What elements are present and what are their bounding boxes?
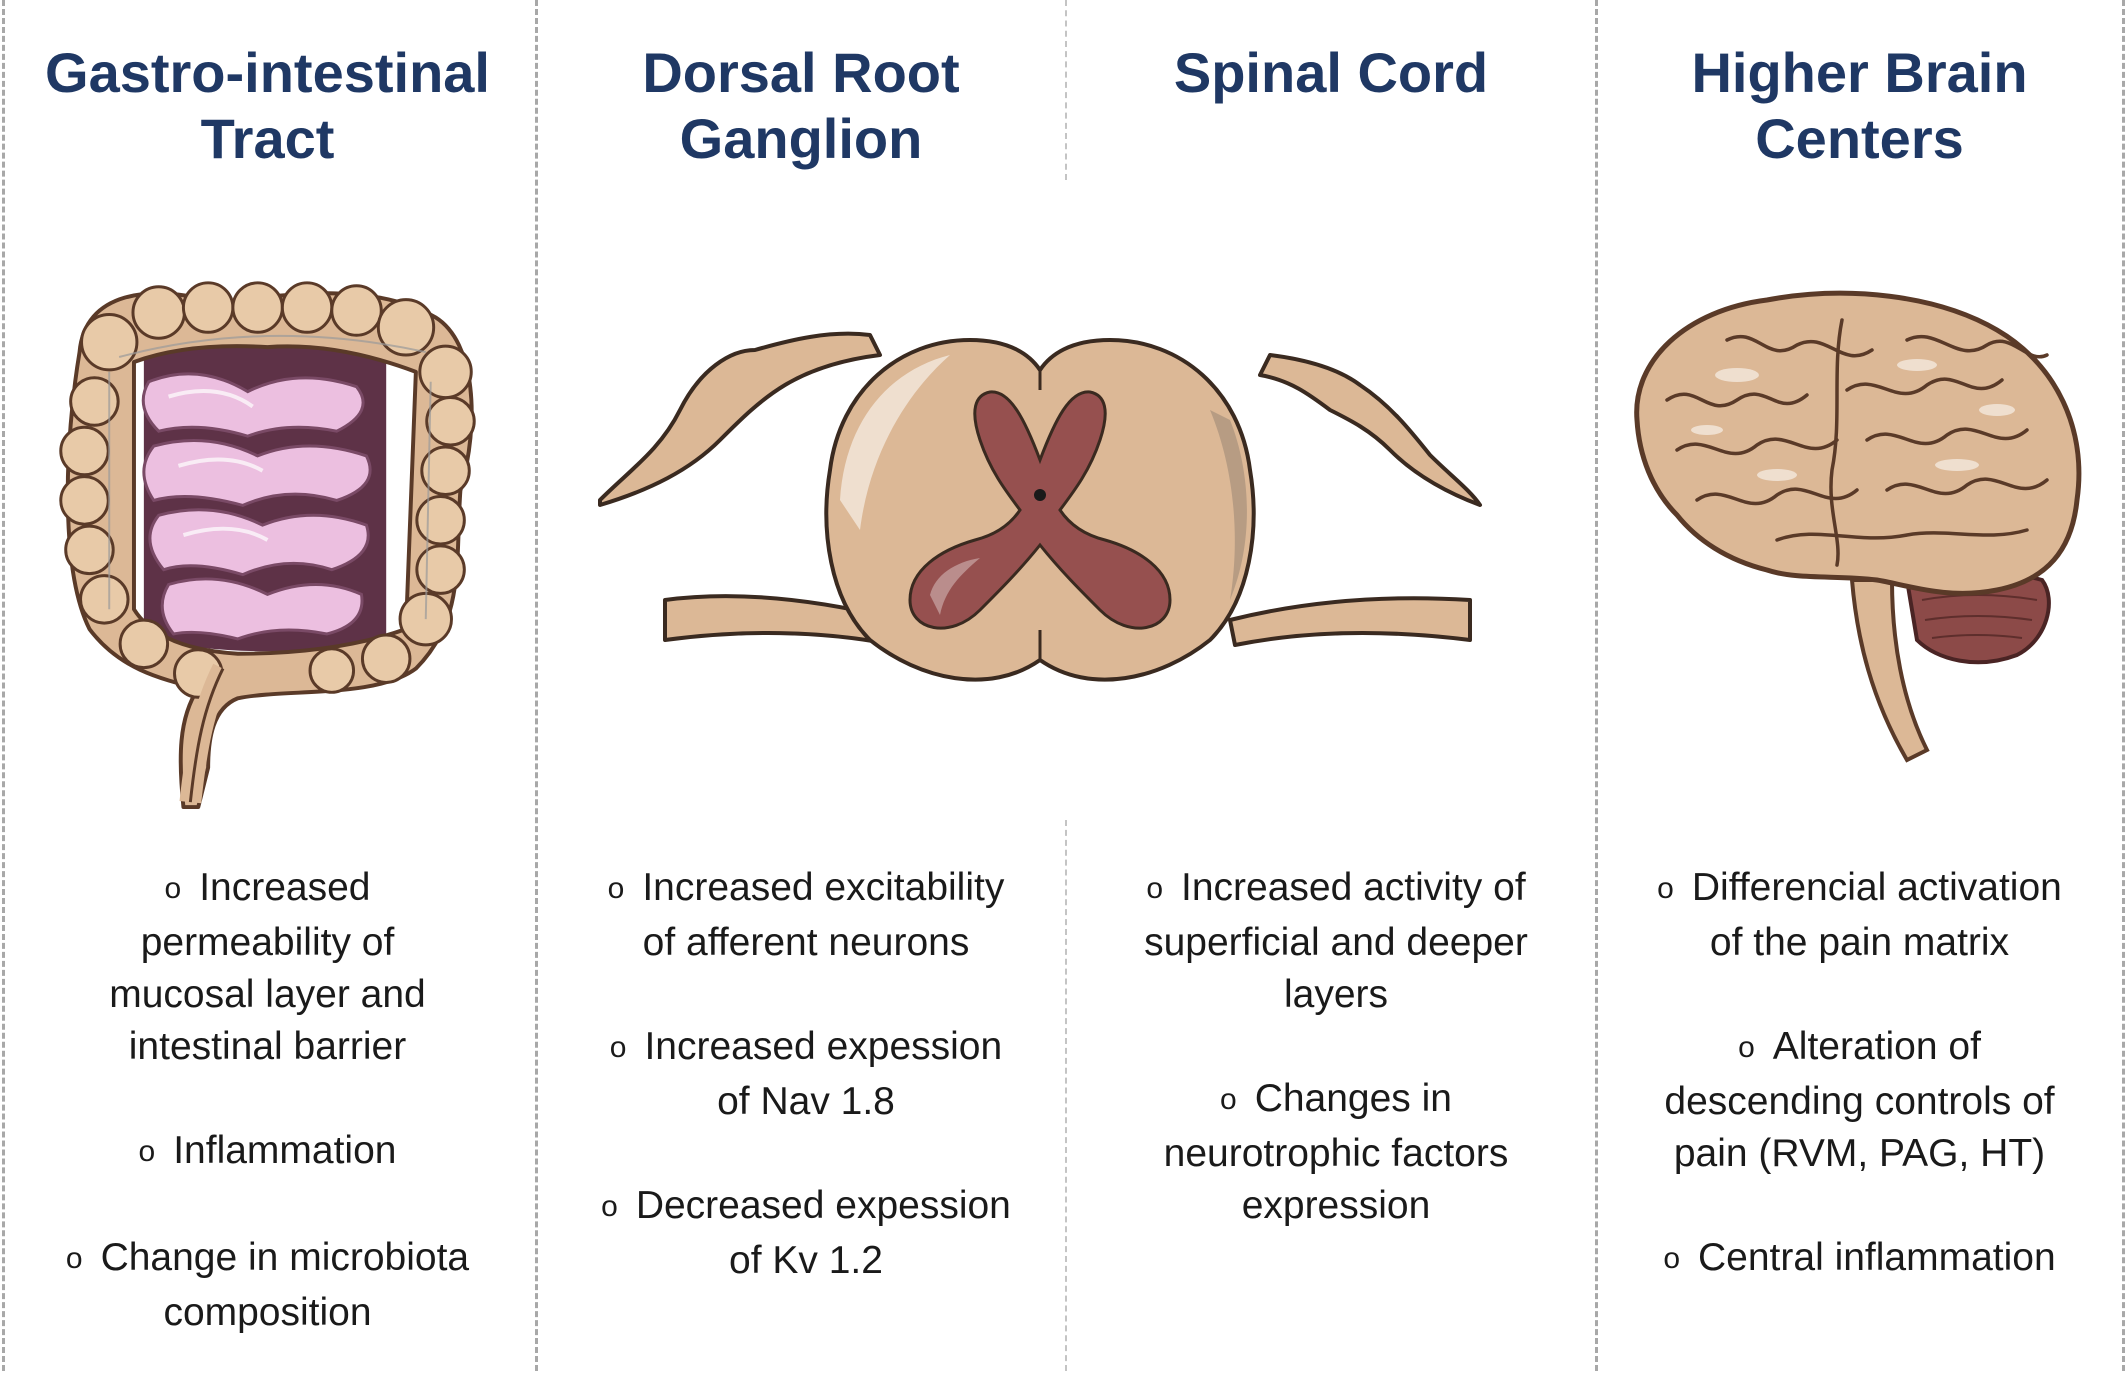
- bullet-line: of the pain matrix: [1709, 921, 2010, 964]
- bullet-item: Alteration of descending controls of pai…: [1597, 1021, 2122, 1180]
- bullet-item: Increased permeability of mucosal layer …: [20, 862, 515, 1073]
- bullet-line: Differencial activation: [1597, 862, 2122, 917]
- right-border-divider: [2122, 0, 2125, 1371]
- bullet-item: Increased excitability of afferent neuro…: [547, 862, 1065, 969]
- spinal-cord-svg: [598, 331, 1482, 682]
- column-title: Gastro-intestinal Tract: [0, 40, 535, 172]
- bullet-line: permeability of: [140, 921, 395, 964]
- title-line: Centers: [1755, 107, 1964, 170]
- title-line: Ganglion: [679, 107, 923, 170]
- bullet-line: Central inflammation: [1597, 1232, 2122, 1287]
- bullet-line: composition: [163, 1291, 372, 1334]
- spinal-cord-cross-section: [590, 300, 1490, 700]
- title-line: Spinal Cord: [1173, 41, 1489, 104]
- column-title: Higher Brain Centers: [1597, 40, 2122, 172]
- bullet-list: Increased activity of superficial and de…: [1077, 862, 1595, 1284]
- bullet-line: Increased: [20, 862, 515, 917]
- bullet-line: Increased excitability: [547, 862, 1065, 917]
- bullet-line: Inflammation: [20, 1125, 515, 1180]
- bullet-item: Differencial activation of the pain matr…: [1597, 862, 2122, 969]
- title-line: Higher Brain: [1691, 41, 2028, 104]
- divider-2-bottom: [1065, 820, 1067, 1371]
- title-line: Dorsal Root: [642, 41, 960, 104]
- title-line: Gastro-intestinal: [45, 41, 490, 104]
- column-spinal-cord: Spinal Cord Increased activity of superf…: [1067, 0, 1595, 1371]
- bullet-line: neurotrophic factors: [1163, 1132, 1509, 1175]
- bullet-line: superficial and deeper: [1144, 921, 1528, 964]
- bullet-line: Changes in: [1077, 1073, 1595, 1128]
- bullet-item: Central inflammation: [1597, 1232, 2122, 1287]
- bullet-line: Increased expession: [547, 1021, 1065, 1076]
- central-canal: [1034, 489, 1046, 501]
- divider-3: [1595, 0, 1598, 1371]
- bullet-line: descending controls of: [1664, 1080, 2055, 1123]
- column-title: Spinal Cord: [1067, 40, 1595, 106]
- bullet-line: Change in microbiota: [20, 1232, 515, 1287]
- bullet-line: Decreased expession: [547, 1180, 1065, 1235]
- bullet-item: Changes in neurotrophic factors expressi…: [1077, 1073, 1595, 1232]
- bullet-item: Change in microbiota composition: [20, 1232, 515, 1339]
- intestine-svg: [59, 281, 476, 810]
- bullet-list: Increased permeability of mucosal layer …: [20, 862, 515, 1391]
- bullet-line: of afferent neurons: [642, 921, 970, 964]
- column-gi-tract: Gastro-intestinal Tract: [0, 0, 535, 1371]
- bullet-line: Increased activity of: [1077, 862, 1595, 917]
- bullet-item: Inflammation: [20, 1125, 515, 1180]
- bullet-line: of Kv 1.2: [729, 1239, 883, 1282]
- bullet-line: layers: [1283, 973, 1389, 1016]
- column-dorsal-root-ganglion: Dorsal Root Ganglion Increased excitabil…: [537, 0, 1065, 1371]
- bullet-line: mucosal layer and: [109, 973, 426, 1016]
- divider-2-top: [1065, 0, 1067, 180]
- title-line: Tract: [200, 107, 335, 170]
- column-higher-brain-centers: Higher Brain Centers: [1597, 0, 2122, 1371]
- bullet-item: Increased expession of Nav 1.8: [547, 1021, 1065, 1128]
- intestine-illustration: [40, 270, 495, 810]
- bullet-line: of Nav 1.8: [717, 1080, 895, 1123]
- bullet-line: pain (RVM, PAG, HT): [1673, 1132, 2046, 1175]
- brain-svg: [1634, 290, 2082, 763]
- bullet-list: Increased excitability of afferent neuro…: [547, 862, 1065, 1339]
- bullet-line: expression: [1241, 1184, 1431, 1227]
- brain-illustration: [1617, 280, 2102, 770]
- left-border-divider: [2, 0, 5, 1371]
- bullet-line: Alteration of: [1597, 1021, 2122, 1076]
- column-title: Dorsal Root Ganglion: [537, 40, 1065, 172]
- bullet-line: intestinal barrier: [128, 1025, 407, 1068]
- bullet-list: Differencial activation of the pain matr…: [1597, 862, 2122, 1339]
- bullet-item: Increased activity of superficial and de…: [1077, 862, 1595, 1021]
- divider-1: [535, 0, 538, 1371]
- bullet-item: Decreased expession of Kv 1.2: [547, 1180, 1065, 1287]
